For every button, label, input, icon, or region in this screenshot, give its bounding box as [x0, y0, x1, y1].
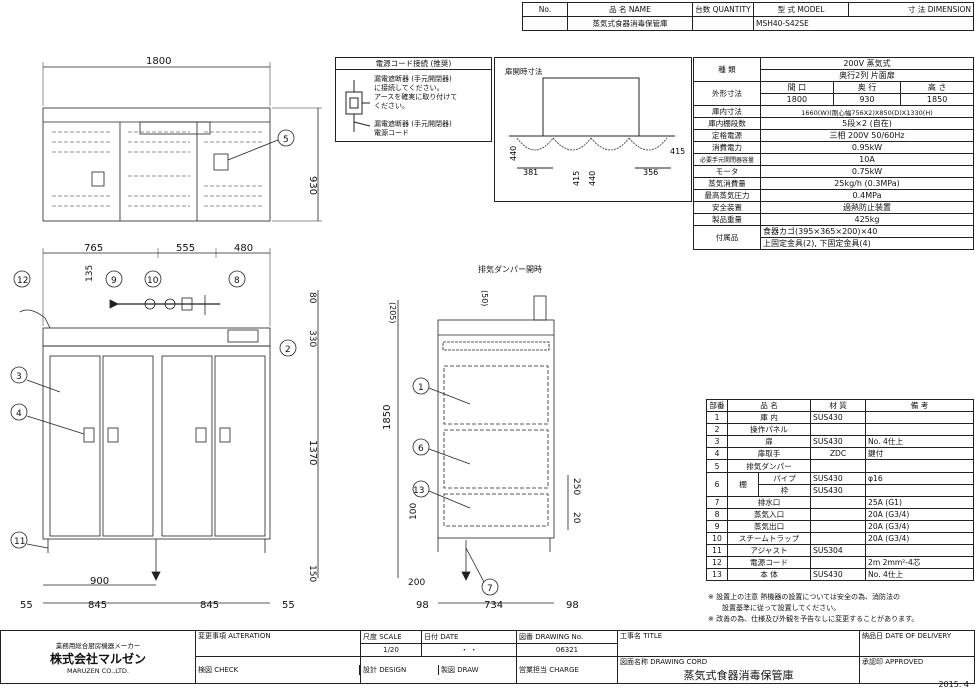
svg-text:480: 480	[234, 243, 253, 254]
svg-text:2: 2	[285, 345, 291, 355]
callout-5: 5	[283, 135, 289, 145]
title-block: 業務用総合厨房機器メーカー 株式会社マルゼン MARUZEN CO.,LTD. …	[0, 630, 975, 684]
svg-text:8: 8	[234, 276, 240, 286]
svg-text:98: 98	[416, 600, 429, 611]
svg-text:7: 7	[487, 584, 493, 594]
svg-text:12: 12	[17, 276, 28, 286]
side-view-title: 排気ダンパー開時	[478, 264, 542, 274]
svg-text:845: 845	[200, 600, 219, 611]
svg-text:55: 55	[20, 600, 33, 611]
svg-text:6: 6	[418, 444, 424, 454]
svg-text:80: 80	[307, 292, 317, 304]
svg-text:356: 356	[643, 168, 658, 177]
side-body	[437, 319, 555, 539]
svg-text:1370: 1370	[307, 440, 318, 465]
notes: ※ 設置上の注意 熱機器の設置については安全の為、消防法の 設置基準に従って設置…	[708, 593, 919, 623]
company-cell: 業務用総合厨房機器メーカー 株式会社マルゼン MARUZEN CO.,LTD.	[0, 630, 196, 684]
svg-text:13: 13	[413, 486, 424, 496]
qty-label: 台数 QUANTITY	[692, 2, 754, 17]
technical-drawing: 1800 930 5 765 555 480 135 80 330 1370 1…	[10, 56, 581, 611]
svg-text:1850: 1850	[382, 405, 393, 430]
svg-text:4: 4	[16, 409, 22, 419]
svg-text:440: 440	[509, 146, 518, 161]
svg-text:3: 3	[16, 372, 22, 382]
top-view-outline	[42, 107, 271, 222]
power-cord-box: 電源コード接続 (推奨) 漏電遮断器 (手元開閉器) に接続してください。 アー…	[335, 57, 492, 142]
svg-text:381: 381	[523, 168, 538, 177]
svg-text:(50): (50)	[480, 290, 489, 306]
front-top-panel	[42, 327, 271, 347]
dim-930: 930	[307, 176, 318, 195]
company-logo: 株式会社マルゼン	[49, 651, 146, 666]
model-value: MSH40-S42SE	[753, 16, 974, 31]
svg-text:150: 150	[307, 565, 317, 582]
svg-text:100: 100	[409, 503, 419, 520]
svg-text:135: 135	[85, 265, 95, 282]
door-open-box: 扉開時寸法 440 415 381 356 415 440	[494, 57, 692, 202]
svg-text:845: 845	[88, 600, 107, 611]
svg-text:20: 20	[571, 512, 581, 524]
model-label: 型 式 MODEL	[753, 2, 849, 17]
svg-text:10: 10	[147, 276, 159, 286]
svg-text:330: 330	[307, 330, 317, 347]
drawing-date: 2015. 4	[938, 680, 969, 689]
header-table: No. 品 名 NAME 台数 QUANTITY 型 式 MODEL 寸 法 D…	[522, 2, 974, 31]
svg-text:200: 200	[408, 578, 425, 588]
svg-text:98: 98	[566, 600, 579, 611]
svg-text:765: 765	[84, 243, 103, 254]
svg-text:555: 555	[176, 243, 195, 254]
svg-text:55: 55	[282, 600, 295, 611]
svg-text:9: 9	[111, 276, 117, 286]
svg-text:734: 734	[484, 600, 503, 611]
front-body	[42, 345, 271, 540]
svg-text:1: 1	[418, 383, 424, 393]
svg-text:415: 415	[670, 147, 685, 156]
svg-text:(205): (205)	[388, 302, 397, 324]
svg-text:900: 900	[90, 576, 109, 587]
dim-label: 寸 法 DIMENSION	[848, 2, 974, 17]
svg-text:250: 250	[571, 478, 581, 495]
door-open-diagram: 440 415 381 356 415 440	[509, 77, 685, 186]
dim-1800: 1800	[146, 56, 171, 67]
breaker-diagram	[345, 80, 371, 132]
svg-text:415: 415	[572, 171, 581, 186]
svg-text:11: 11	[14, 537, 25, 547]
svg-text:440: 440	[588, 171, 597, 186]
